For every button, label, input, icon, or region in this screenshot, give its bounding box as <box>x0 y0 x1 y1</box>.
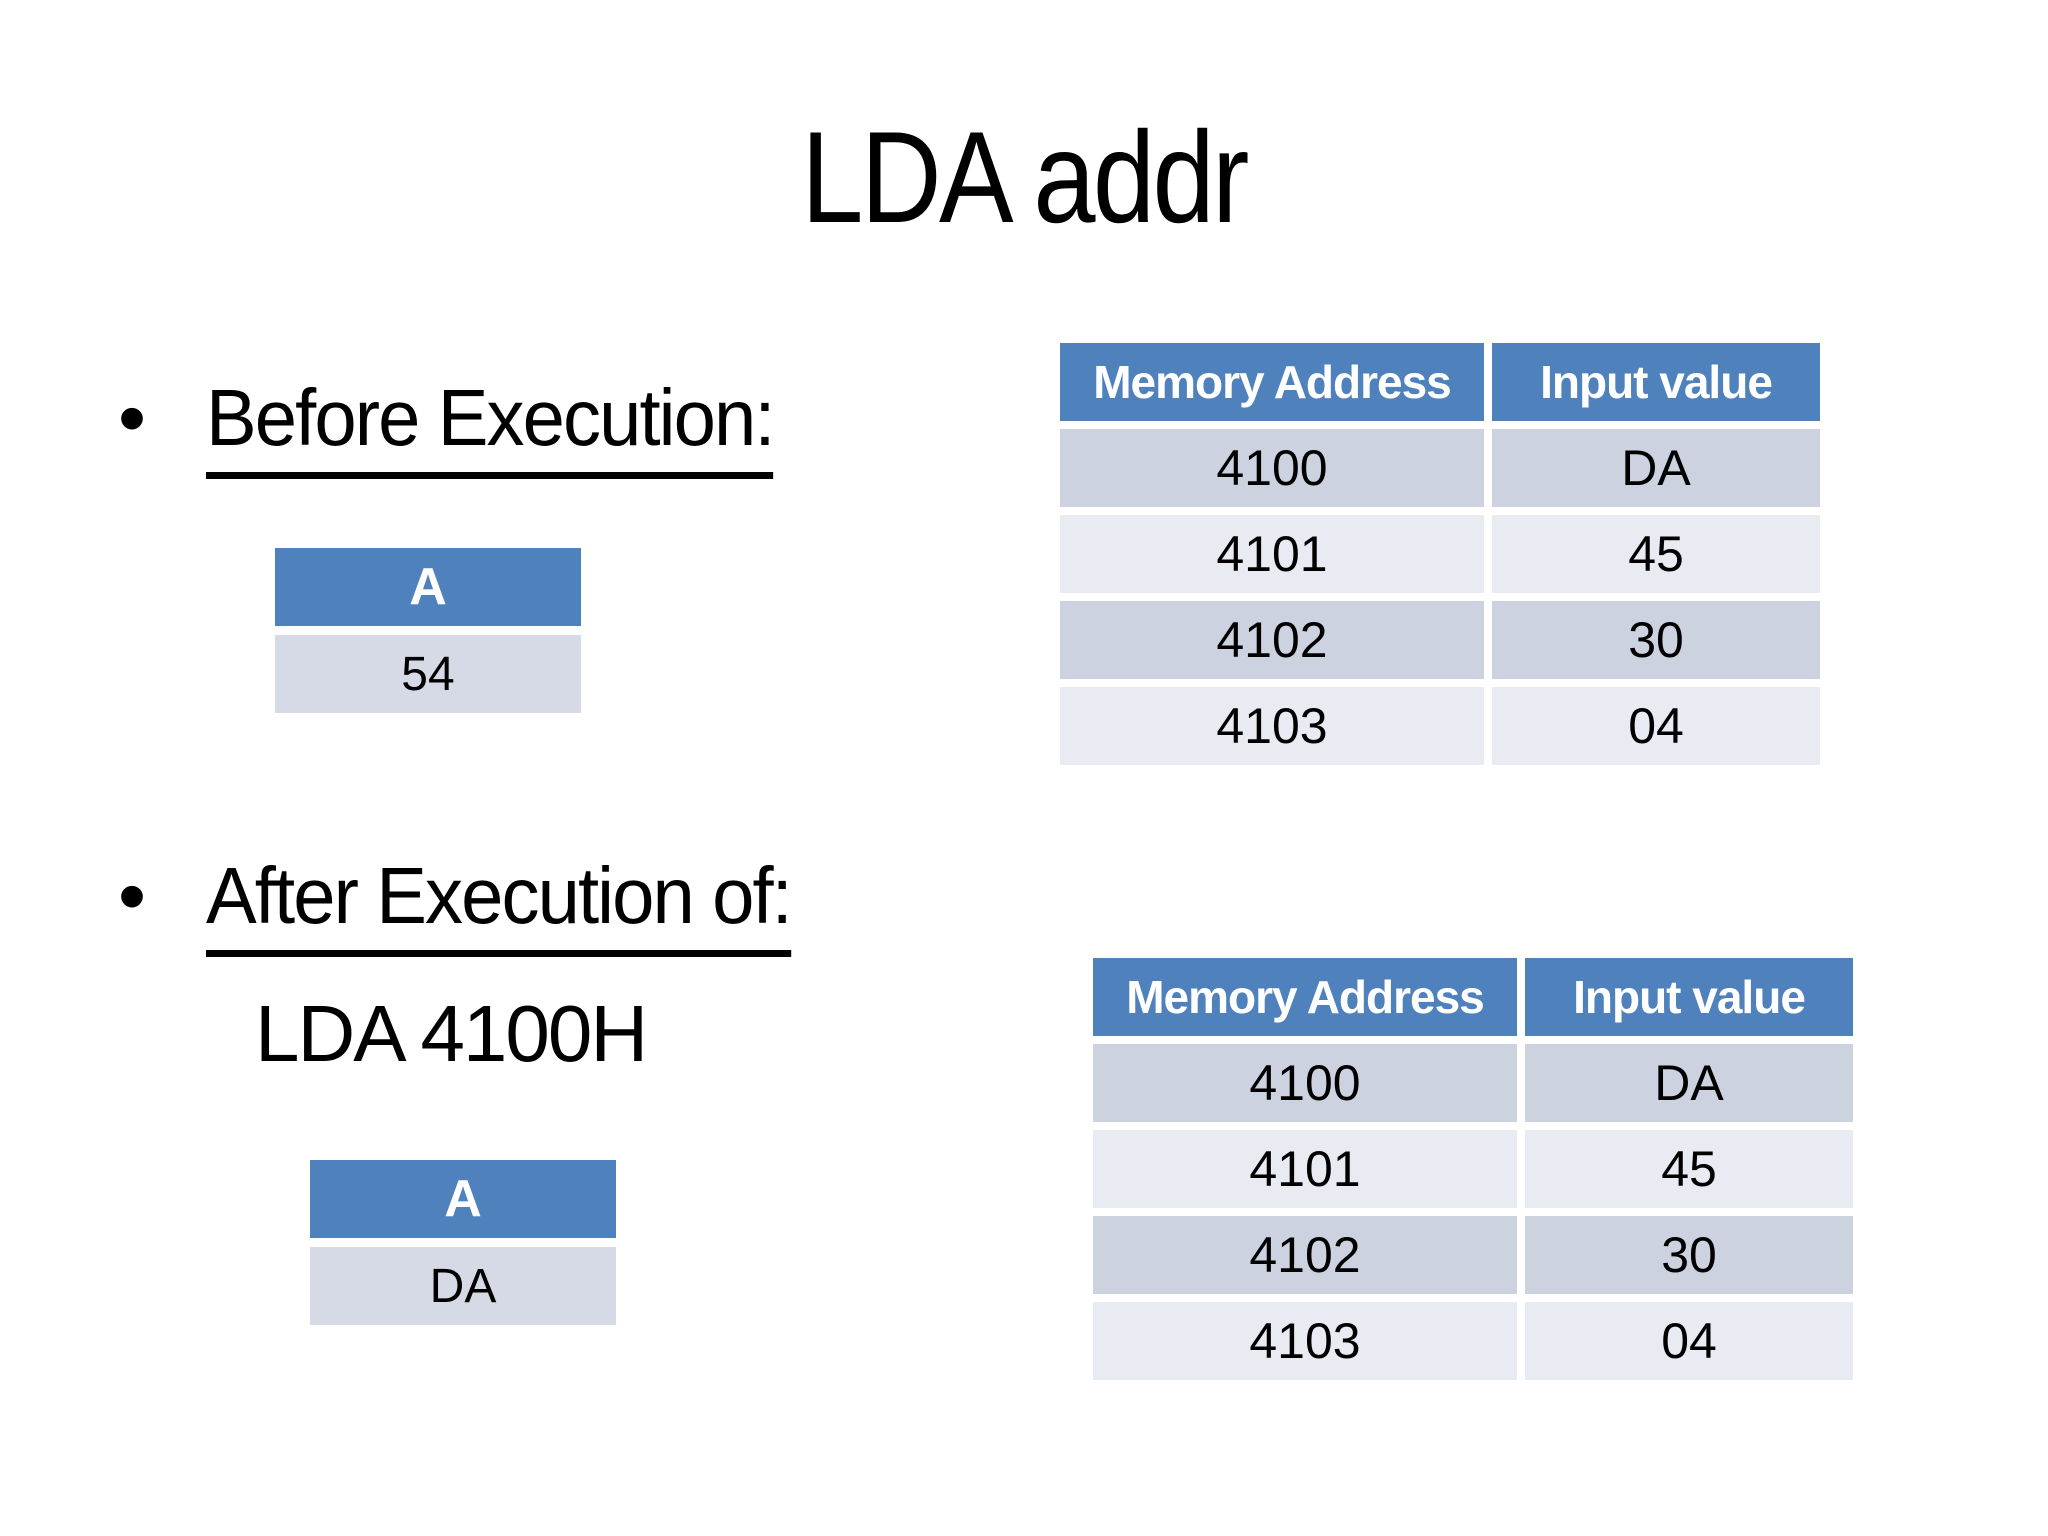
column-header-memory-address: Memory Address <box>1093 958 1517 1036</box>
before-heading: Before Execution: <box>206 376 776 479</box>
page-title: LDA addr <box>0 112 2048 242</box>
register-header-cell: A <box>310 1160 616 1238</box>
input-value-cell: 04 <box>1492 687 1820 765</box>
column-header-memory-address: Memory Address <box>1060 343 1484 421</box>
memory-address-cell: 4103 <box>1060 687 1484 765</box>
memory-address-cell: 4102 <box>1093 1216 1517 1294</box>
bullet-icon: • <box>118 373 147 462</box>
memory-address-cell: 4103 <box>1093 1302 1517 1380</box>
after-heading: After Execution of: <box>206 854 793 957</box>
register-table-after: A DA <box>310 1160 616 1325</box>
memory-table-before: Memory Address Input value 4100 DA 4101 … <box>1060 343 1820 765</box>
column-header-input-value: Input value <box>1525 958 1853 1036</box>
input-value-cell: 04 <box>1525 1302 1853 1380</box>
input-value-cell: 30 <box>1492 601 1820 679</box>
memory-address-cell: 4100 <box>1060 429 1484 507</box>
column-header-input-value: Input value <box>1492 343 1820 421</box>
input-value-cell: 45 <box>1525 1130 1853 1208</box>
input-value-cell: DA <box>1492 429 1820 507</box>
memory-address-cell: 4100 <box>1093 1044 1517 1122</box>
memory-address-cell: 4102 <box>1060 601 1484 679</box>
memory-table-after: Memory Address Input value 4100 DA 4101 … <box>1093 958 1853 1380</box>
instruction-text: LDA 4100H <box>255 989 648 1078</box>
before-heading-row: • Before Execution: <box>118 376 803 479</box>
input-value-cell: 30 <box>1525 1216 1853 1294</box>
page-title-text: LDA addr <box>801 104 1249 250</box>
bullet-icon: • <box>118 851 147 940</box>
memory-address-cell: 4101 <box>1060 515 1484 593</box>
memory-address-cell: 4101 <box>1093 1130 1517 1208</box>
register-header-cell: A <box>275 548 581 626</box>
register-value-cell: DA <box>310 1247 616 1325</box>
register-table-before: A 54 <box>275 548 581 713</box>
input-value-cell: DA <box>1525 1044 1853 1122</box>
register-value-cell: 54 <box>275 635 581 713</box>
input-value-cell: 45 <box>1492 515 1820 593</box>
after-heading-row: • After Execution of: <box>118 854 822 957</box>
